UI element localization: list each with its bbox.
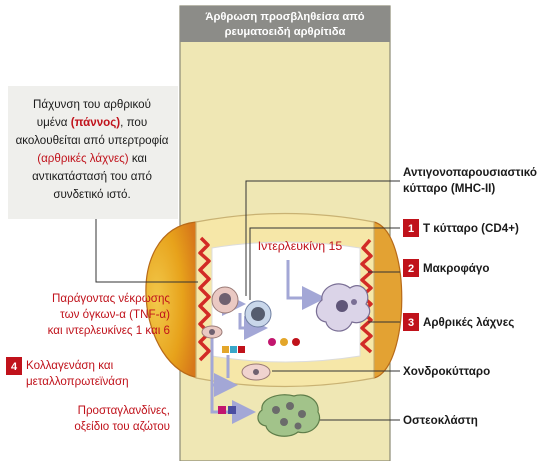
- interleukin-15-label: Ιντερλευκίνη 15: [258, 239, 343, 253]
- info-line-6: συνδετικό ιστό.: [53, 188, 130, 201]
- chondrocyte-label: Χονδροκύτταρο: [403, 365, 490, 378]
- antigen-presenting-cell: [211, 286, 239, 314]
- collagenase-number-badge: [6, 357, 22, 375]
- villi-number-badge: [403, 313, 419, 331]
- info-line-2: υμένα (πάννος), που: [37, 116, 147, 129]
- tnf-label-line-3: και ιντερλευκίνες 1 και 6: [48, 324, 170, 337]
- right-leader-lines: [245, 180, 400, 421]
- pannus-left: [145, 221, 201, 379]
- prostaglandins-label-line-2: οξείδιο του αζώτου: [74, 420, 170, 433]
- apc-label-line-2: κύτταρο (MHC-II): [403, 182, 495, 195]
- villi-number: 3: [408, 317, 414, 329]
- macrophage-number: 2: [408, 263, 414, 275]
- tnf-label-line-2: των όγκων-α (TNF-α): [60, 308, 170, 321]
- tcell-number: 1: [408, 223, 414, 235]
- osteoclast-label: Οστεοκλάστη: [403, 414, 478, 427]
- apc-label-line-1: Αντιγονοπαρουσιαστικό: [403, 166, 537, 179]
- cytokine-dots: [268, 338, 300, 346]
- right-labels: Αντιγονοπαρουσιαστικό κύτταρο (MHC-II) 1…: [403, 166, 537, 427]
- info-line-4: (αρθρικές λάχνες) και: [37, 152, 147, 165]
- info-leader-line: [95, 219, 198, 283]
- collagenase-label-line-1: Κολλαγενάση και: [26, 359, 114, 372]
- osteoclast: [257, 394, 321, 437]
- macrophage: [315, 283, 371, 332]
- info-line-3: ακολουθείται από υπερτροφία: [16, 134, 169, 147]
- tnf-label-line-1: Παράγοντας νέκρωσης: [52, 292, 170, 305]
- info-box: Πάχυνση του αρθρικού υμένα (πάννος), που…: [8, 86, 178, 219]
- macrophage-label: Μακροφάγο: [423, 262, 489, 275]
- signal-molecules: [222, 346, 245, 353]
- synovial-fibroblast: [201, 325, 223, 339]
- pannus-right: [373, 221, 403, 379]
- t-cell: [244, 300, 272, 328]
- left-labels: Παράγοντας νέκρωσης των όγκων-α (TNF-α) …: [6, 292, 170, 433]
- header-line-2: ρευματοειδή αρθρίτιδα: [225, 26, 346, 38]
- info-line-1: Πάχυνση του αρθρικού: [33, 98, 151, 111]
- collagenase-number: 4: [11, 361, 18, 373]
- macrophage-number-badge: [403, 259, 419, 277]
- tcell-number-badge: [403, 219, 419, 237]
- prostaglandins-label-line-1: Προσταγλανδίνες,: [78, 404, 170, 417]
- header-bar: Άρθρωση προσβληθείσα από ρευματοειδή αρθ…: [180, 6, 390, 42]
- collagenase-label-line-2: μεταλλοπρωτεϊνάση: [26, 375, 129, 388]
- prostaglandin-molecules: [218, 406, 236, 414]
- tcell-label: Τ κύτταρο (CD4+): [423, 222, 519, 235]
- chondrocyte: [241, 363, 271, 381]
- info-line-5: αντικατάστασή του από: [32, 170, 152, 183]
- villi-label: Αρθρικές λάχνες: [423, 316, 514, 329]
- header-line-1: Άρθρωση προσβληθείσα από: [205, 11, 364, 23]
